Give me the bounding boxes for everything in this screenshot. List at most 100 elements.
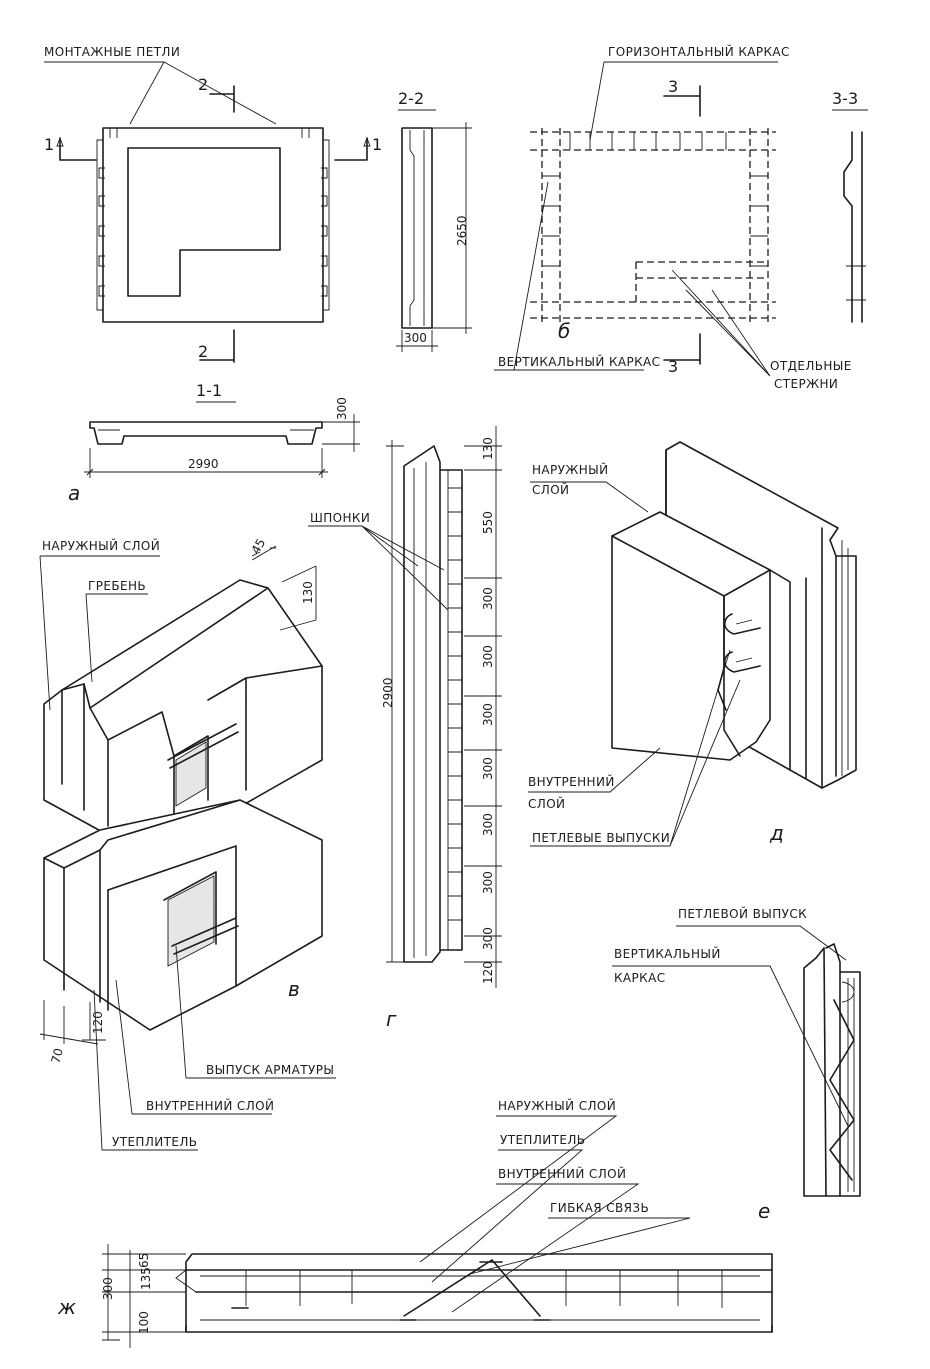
section-g-dim-0: 130 — [481, 437, 495, 460]
fragment-letter-a: а — [68, 481, 80, 505]
rebar-outlet-leader — [175, 945, 336, 1079]
rebar-lower — [171, 917, 239, 955]
inner-layer-label-v: ВНУТРЕННИЙ СЛОЙ — [146, 1098, 274, 1113]
fragment-letter-v: в — [288, 977, 300, 1001]
isometric-joint-view: 45 130 70 120 НАРУЖНЫЙ СЛОЙ ГРЕБЕНЬ ВЫПУ… — [39, 536, 336, 1151]
flexible-tie-label: ГИБКАЯ СВЯЗЬ — [550, 1201, 649, 1215]
vertical-frame-leader-e — [612, 965, 849, 1127]
section-3-markers: 3 3 — [663, 77, 701, 376]
section-2-2: 2-2 2650 300 — [396, 89, 472, 352]
section-mark-3-bottom: 3 — [668, 357, 678, 376]
section-1-1-thickness: 300 — [335, 397, 349, 420]
reinforcement-frame-view: 3 3 ГОРИЗОНТАЛЬНЫЙ КАРКАС ВЕРТИКАЛЬНЫЙ К… — [494, 44, 852, 391]
vertical-frame-label: ВЕРТИКАЛЬНЫЙ КАРКАС — [498, 354, 660, 369]
vertical-frame-zigzag — [829, 999, 855, 1181]
panel-elevation-view: 1 1 2 2 МОНТАЖНЫЕ ПЕТЛИ — [44, 45, 382, 363]
insulation-leader-zh — [431, 1149, 584, 1283]
section-g-dim-9: 120 — [481, 961, 495, 984]
inner-layer-label-zh: ВНУТРЕННИЙ СЛОЙ — [498, 1166, 626, 1181]
section-2-2-height: 2650 — [455, 215, 469, 246]
insulation-leader-v — [93, 989, 198, 1151]
outer-layer-leader-zh — [419, 1115, 618, 1263]
dim-120: 120 — [91, 1011, 105, 1034]
section-g-dim-4: 300 — [481, 703, 495, 726]
dim-65: 65 — [137, 1253, 151, 1268]
section-3-3: 3-3 — [832, 89, 868, 323]
rebar-upper — [167, 723, 239, 769]
isometric-vertical-joint: НАРУЖНЫЙ СЛОЙ ВНУТРЕННИЙ СЛОЙ ПЕТЛЕВЫЕ В… — [528, 441, 857, 847]
section-g-dim-8: 300 — [481, 927, 495, 950]
section-2-2-thickness: 300 — [404, 331, 427, 345]
section-g-dim-7: 300 — [481, 871, 495, 894]
separate-bars-label-2: СТЕРЖНИ — [774, 377, 838, 391]
dim-70: 70 — [48, 1047, 65, 1065]
inner-layer-label-d-2: СЛОЙ — [528, 796, 565, 811]
section-1-1: 1-1 2990 300 а — [68, 381, 360, 505]
section-2-markers: 2 2 — [198, 75, 235, 363]
section-mark-3-top: 3 — [668, 77, 678, 96]
ridge-leader — [85, 593, 148, 683]
inner-layer-leader-zh — [451, 1183, 640, 1313]
loop-outlet-label: ПЕТЛЕВОЙ ВЫПУСК — [678, 906, 807, 921]
loop-outlets-label: ПЕТЛЕВЫЕ ВЫПУСКИ — [532, 831, 670, 845]
vertical-frame-section: ПЕТЛЕВОЙ ВЫПУСК ВЕРТИКАЛЬНЫЙ КАРКАС е — [612, 906, 861, 1223]
vertical-frame-leader — [494, 181, 644, 371]
loop-outlets-leader — [530, 649, 741, 847]
keyed-edge-section: 2900 130 550 300 300 300 300 300 300 300… — [308, 426, 502, 1031]
section-1-1-title: 1-1 — [196, 381, 222, 400]
loop-outlet-leader-e — [676, 925, 847, 961]
separate-bars-leader — [671, 269, 771, 377]
section-mark-2-top: 2 — [198, 75, 208, 94]
section-2-2-title: 2-2 — [398, 89, 424, 108]
dim-100: 100 — [137, 1311, 151, 1334]
fragment-letter-d: д — [769, 821, 784, 845]
section-g-dim-1: 550 — [481, 511, 495, 534]
three-layer-section: 65 135 100 300 НАРУЖНЫЙ СЛОЙ УТЕПЛИТЕЛЬ … — [57, 1098, 773, 1348]
fragment-letter-g: г — [386, 1007, 397, 1031]
section-g-dim-6: 300 — [481, 813, 495, 836]
fragment-letter-b: б — [558, 319, 570, 343]
section-g-dim-3: 300 — [481, 645, 495, 668]
inner-layer-label-d-1: ВНУТРЕННИЙ — [528, 774, 615, 789]
section-mark-1-right: 1 — [372, 135, 382, 154]
outer-layer-label-d-2: СЛОЙ — [532, 482, 569, 497]
outer-layer-label-v: НАРУЖНЫЙ СЛОЙ — [42, 538, 160, 553]
separate-bars-label-1: ОТДЕЛЬНЫЕ — [770, 359, 852, 373]
dim-45: 45 — [248, 536, 268, 556]
panel-edge-keys — [96, 128, 330, 311]
section-mark-2-bottom: 2 — [198, 342, 208, 361]
mounting-loops-label: МОНТАЖНЫЕ ПЕТЛИ — [44, 45, 180, 59]
keys-label: ШПОНКИ — [310, 511, 370, 525]
outer-layer-leader-d — [530, 481, 649, 513]
horizontal-frame-leader — [589, 61, 778, 141]
vertical-frame-label-e-1: ВЕРТИКАЛЬНЫЙ — [614, 946, 721, 961]
outer-layer-label-d-1: НАРУЖНЫЙ — [532, 462, 609, 477]
section-3-3-title: 3-3 — [832, 89, 858, 108]
section-g-dim-5: 300 — [481, 757, 495, 780]
ridge-label: ГРЕБЕНЬ — [88, 579, 146, 593]
flexible-tie-drawing — [403, 1259, 541, 1317]
section-1-1-width: 2990 — [188, 457, 219, 471]
inner-layer-leader-v — [115, 979, 272, 1115]
vertical-frame-label-e-2: КАРКАС — [614, 971, 665, 985]
insulation-label-zh: УТЕПЛИТЕЛЬ — [500, 1133, 585, 1147]
horizontal-frame-label: ГОРИЗОНТАЛЬНЫЙ КАРКАС — [608, 44, 790, 59]
outer-layer-label-zh: НАРУЖНЫЙ СЛОЙ — [498, 1098, 616, 1113]
insulation-label-v: УТЕПЛИТЕЛЬ — [112, 1135, 197, 1149]
keys-leader — [308, 525, 449, 611]
mounting-loops-leader — [44, 61, 277, 125]
shear-key-ticks — [448, 487, 462, 921]
inner-layer-leader-d — [528, 747, 661, 793]
dim-130: 130 — [301, 581, 315, 604]
outer-layer-leader-v — [39, 555, 160, 711]
section-g-total: 2900 — [381, 677, 395, 708]
rebar-outlet-label: ВЫПУСК АРМАТУРЫ — [206, 1063, 334, 1077]
dim-300: 300 — [101, 1277, 115, 1300]
fragment-letter-zh: ж — [57, 1295, 76, 1319]
section-1-markers: 1 1 — [44, 135, 382, 161]
fragment-letter-e: е — [758, 1199, 770, 1223]
dim-135: 135 — [139, 1267, 153, 1290]
section-mark-1-left: 1 — [44, 135, 54, 154]
flexible-tie-leader — [469, 1217, 691, 1275]
